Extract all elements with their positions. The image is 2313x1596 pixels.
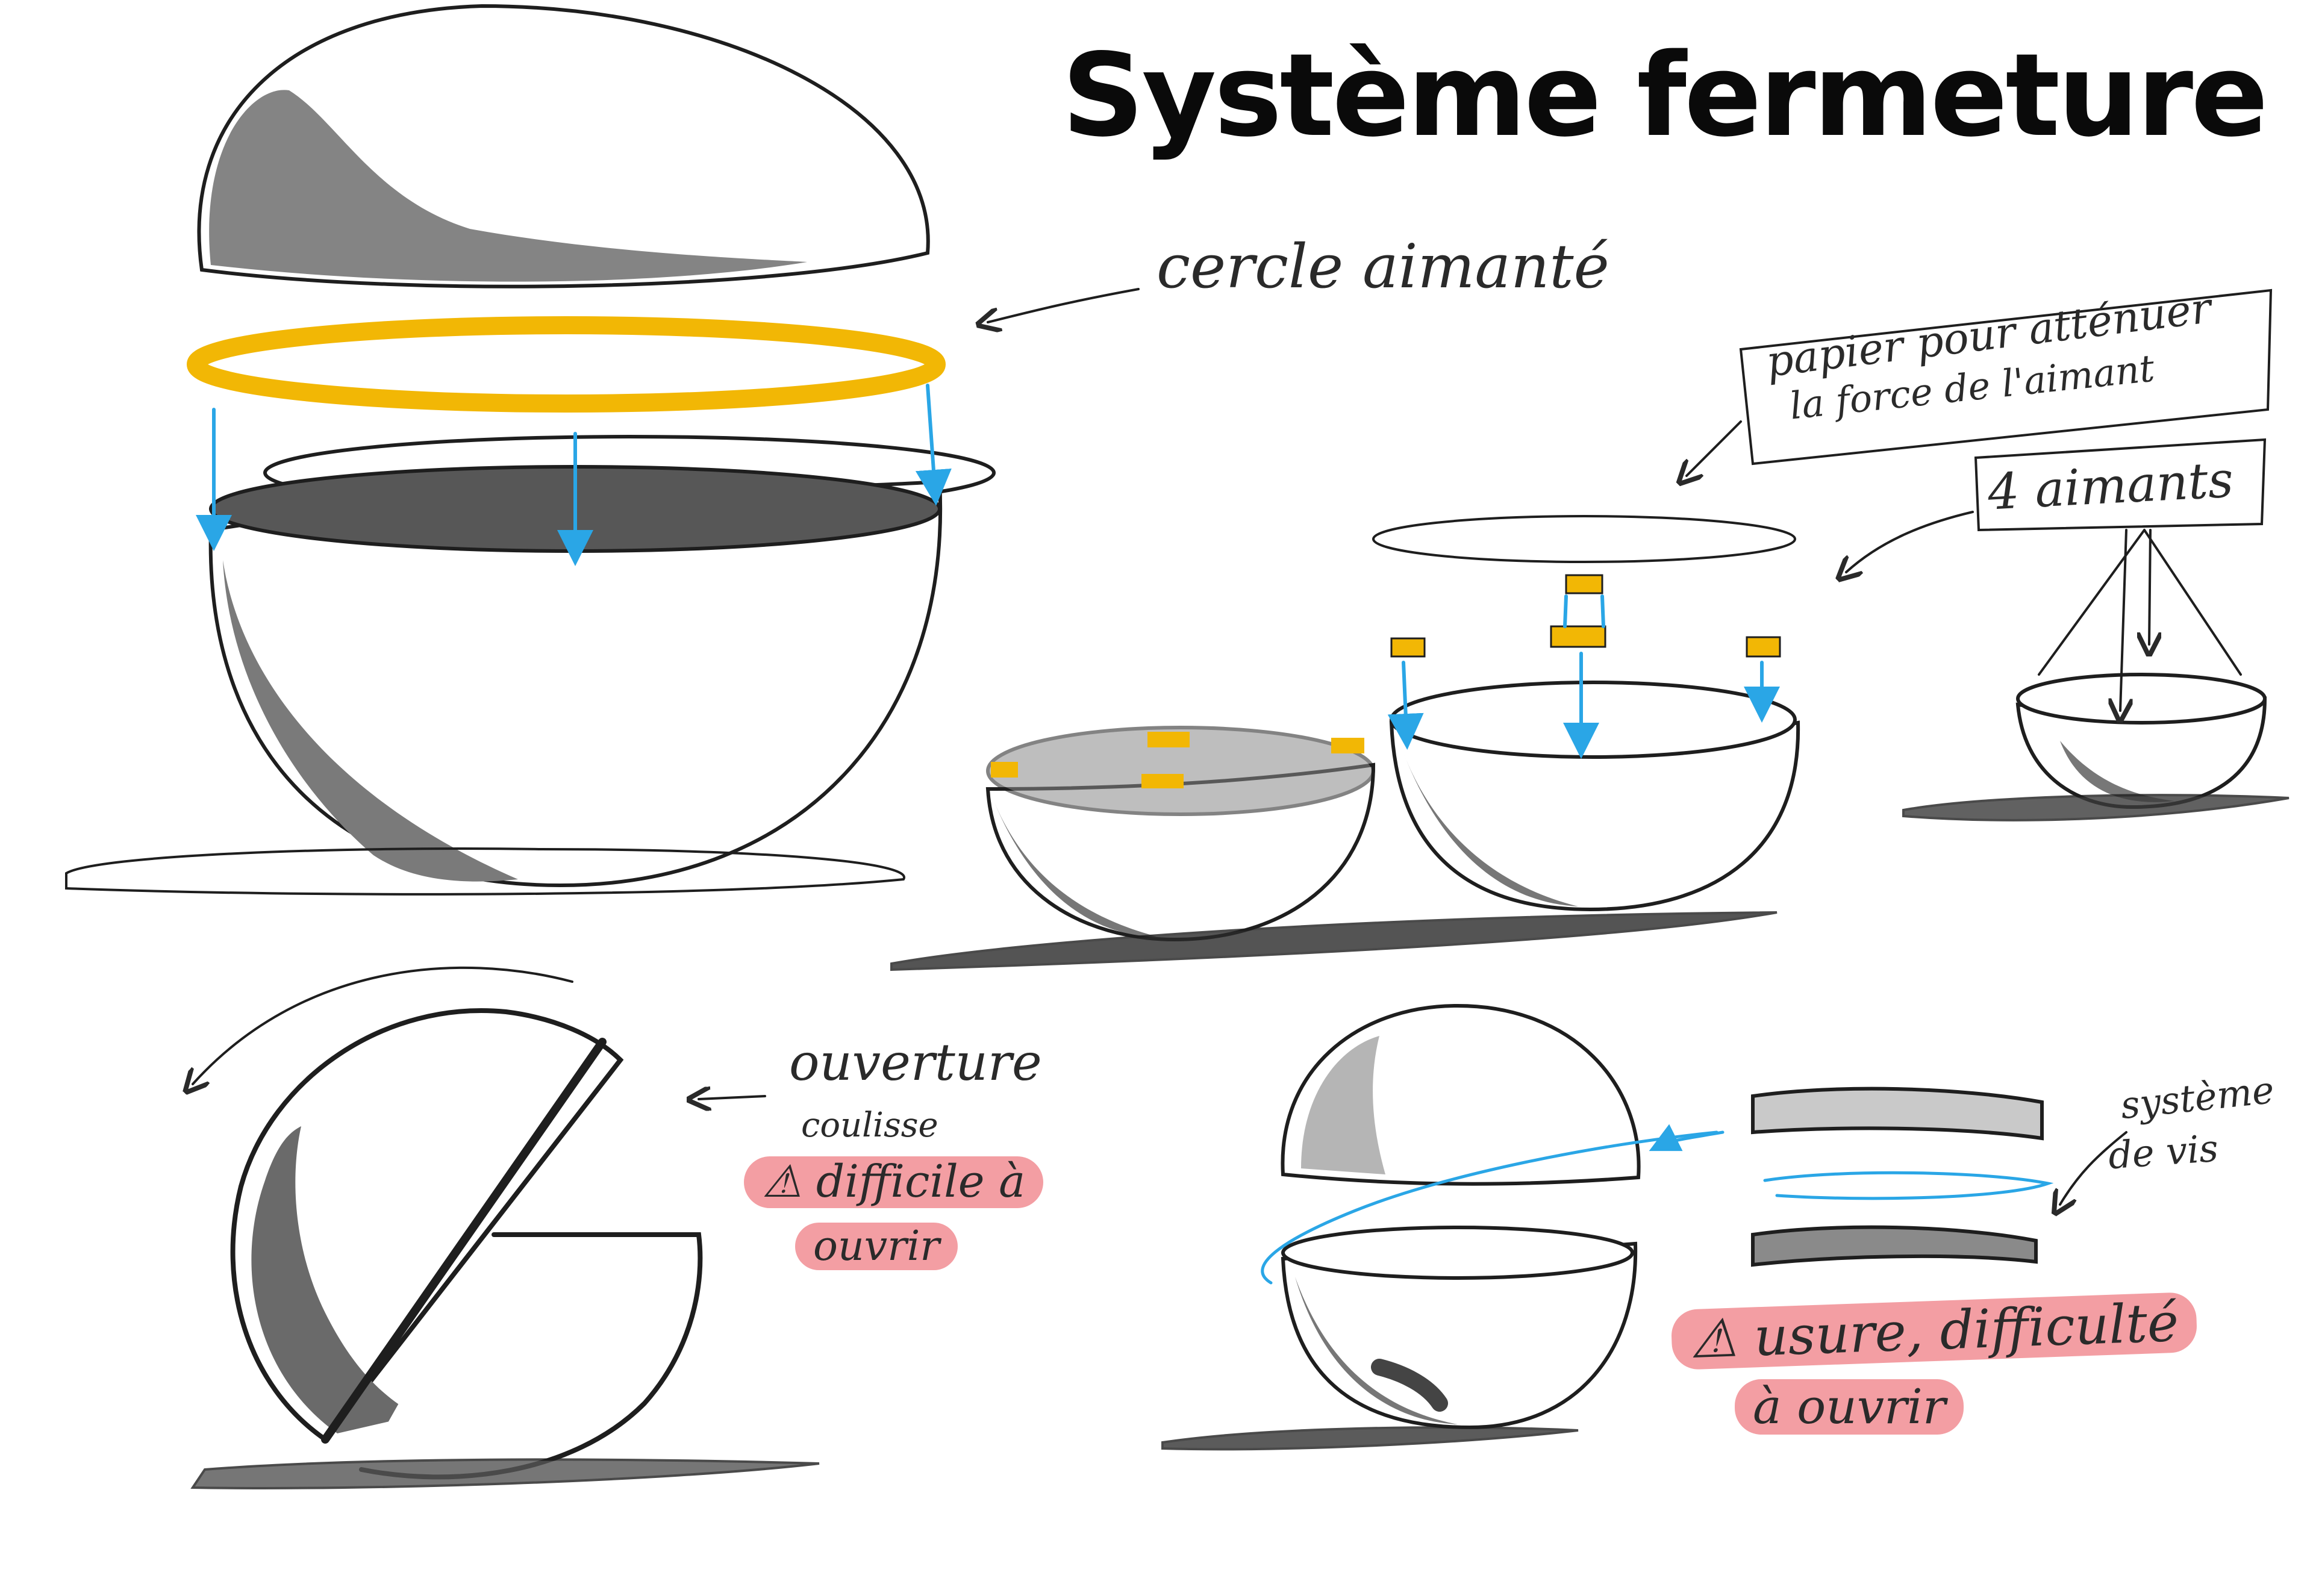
left-bowl-rim [986,726,1375,816]
opening-arrow [193,966,573,1084]
ground-shadow-1 [65,847,906,896]
annotation-arrow-papier [1687,420,1742,476]
page-title: Système fermeture [1061,29,2268,162]
sphere-magnetic-ring [65,4,1140,896]
magnet-4 [1141,774,1184,788]
bowls-with-magnets [890,288,2290,971]
lower-sphere-shade [223,560,518,882]
sliding-opening-sphere [190,966,820,1489]
screw-thread-spiral [1763,1171,2054,1200]
screw-bottom-rim [1281,1226,1634,1280]
magnet-top-3 [1550,625,1606,648]
sliding-sphere-shade [251,1126,416,1433]
annotation-arrow-ouverture [699,1096,766,1099]
annotation-arrow-aimants [1846,511,1974,572]
label-4-aimants: 4 aimants [1986,451,2235,522]
label-coulisse: coulisse [801,1106,938,1145]
magnet-1 [991,762,1018,778]
paper-disc-2 [1372,515,1796,563]
magnet-top-4 [1746,636,1781,658]
sliding-cut [321,1038,607,1444]
annotation-arrow-vis [2060,1131,2127,1205]
ground-shadow-4 [1161,1426,1579,1451]
ground-shadow-2 [890,911,1778,971]
magnet-arrows [1387,594,1780,759]
label-cercle-aimante: cercle aimanté [1156,231,1609,302]
label-ouverture: ouverture [789,1033,1042,1092]
ground-shadow-3 [190,1458,820,1489]
label-de-vis: de vis [2106,1126,2220,1178]
warning-a-ouvrir: à ouvrir [1735,1379,1964,1435]
small-bowl-rim [2016,673,2267,725]
magnetic-ring [187,316,946,413]
warning-difficile-ouvrir: ⚠ difficile à [744,1156,1044,1208]
warning-ouvrir: ouvrir [795,1223,958,1271]
top-dome-shade [209,90,807,282]
magnet-top-2 [1565,574,1603,594]
screw-ring-bottom [1751,1225,2038,1267]
screw-ring-top [1751,1086,2044,1141]
screw-thread-line [1261,1130,1718,1285]
magnet-3 [1331,738,1364,753]
right-bowl-rim [1390,681,1797,759]
assembly-arrows [196,384,952,566]
magnet-top-1 [1390,637,1426,658]
aimants-box [1974,438,2267,532]
screw-system-sphere [1161,1003,2127,1451]
magnet-2 [1147,732,1190,747]
papier-box [1739,288,2273,466]
annotation-arrow-cercle [988,288,1140,322]
small-bowl-shadow [1902,794,2290,821]
